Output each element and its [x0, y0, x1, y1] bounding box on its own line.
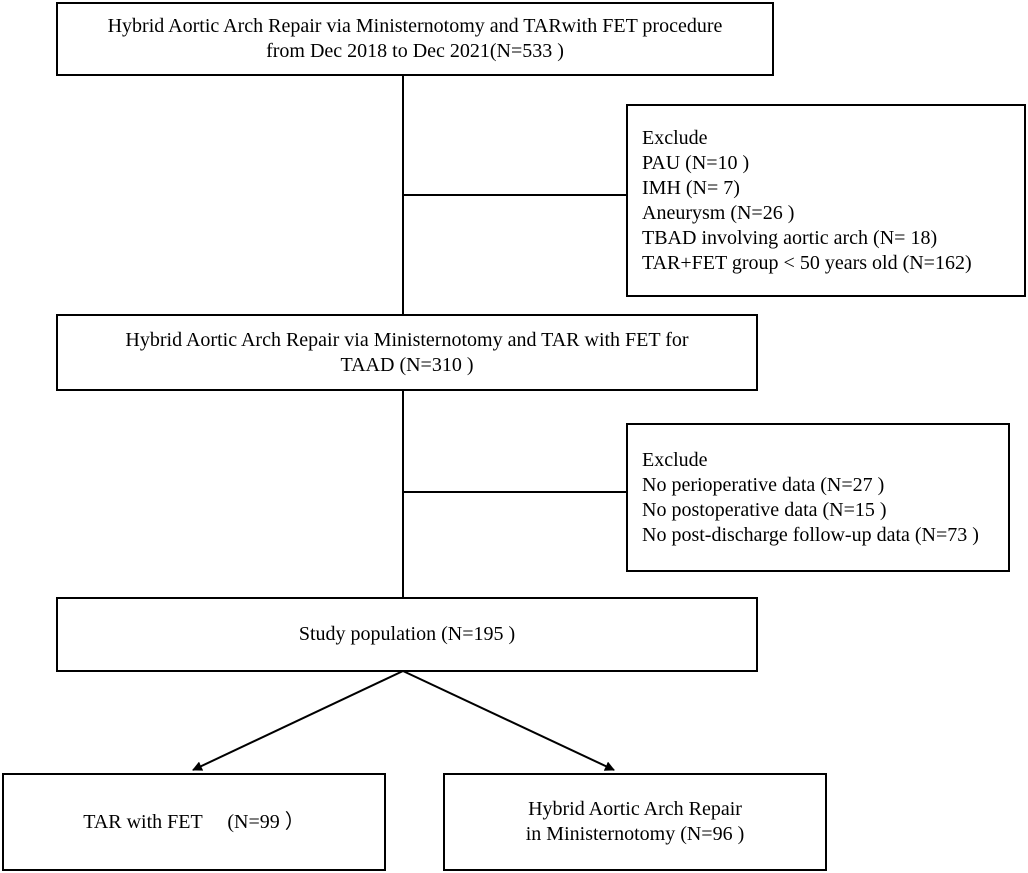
exclude-1-heading: Exclude [642, 126, 708, 149]
group-right-box: Hybrid Aortic Arch Repair in Ministernot… [443, 773, 827, 871]
group-right-line-1: Hybrid Aortic Arch Repair [528, 798, 742, 820]
population-box: Study population (N=195 ) [56, 597, 758, 672]
middle-line-2: TAAD (N=310 ) [340, 353, 474, 376]
exclude-1-item: PAU (N=10 ) [642, 151, 750, 174]
arrow-to-group-left [192, 670, 404, 771]
exclude-1-item: TAR+FET group < 50 years old (N=162) [642, 251, 972, 274]
population-label: Study population (N=195 ) [298, 623, 516, 645]
group-right-line-2: in Ministernotomy (N=96 ) [525, 823, 745, 845]
middle-box: Hybrid Aortic Arch Repair via Ministerno… [56, 314, 758, 391]
exclude-1-item: TBAD involving aortic arch (N= 18) [642, 226, 938, 249]
arrow-to-group-right [402, 670, 615, 771]
exclude-1-item: Aneurysm (N=26 ) [642, 201, 795, 224]
exclude-2-item: No perioperative data (N=27 ) [642, 473, 885, 496]
start-line-1: Hybrid Aortic Arch Repair via Ministerno… [107, 15, 723, 37]
middle-line-1: Hybrid Aortic Arch Repair via Ministerno… [125, 328, 689, 351]
exclude-box-2: Exclude No perioperative data (N=27 ) No… [626, 423, 1010, 572]
exclude-1-item: IMH (N= 7) [642, 176, 740, 199]
group-left-label: TAR with FET (N=99 ） [83, 810, 305, 833]
start-box: Hybrid Aortic Arch Repair via Ministerno… [56, 2, 774, 76]
group-left-box: TAR with FET (N=99 ） [2, 773, 386, 871]
exclude-2-item: No postoperative data (N=15 ) [642, 498, 887, 521]
exclude-box-1: Exclude PAU (N=10 ) IMH (N= 7) Aneurysm … [626, 104, 1026, 297]
exclude-2-item: No post-discharge follow-up data (N=73 ) [642, 523, 979, 546]
start-line-2: from Dec 2018 to Dec 2021(N=533 ) [266, 40, 564, 62]
exclude-2-heading: Exclude [642, 448, 708, 471]
